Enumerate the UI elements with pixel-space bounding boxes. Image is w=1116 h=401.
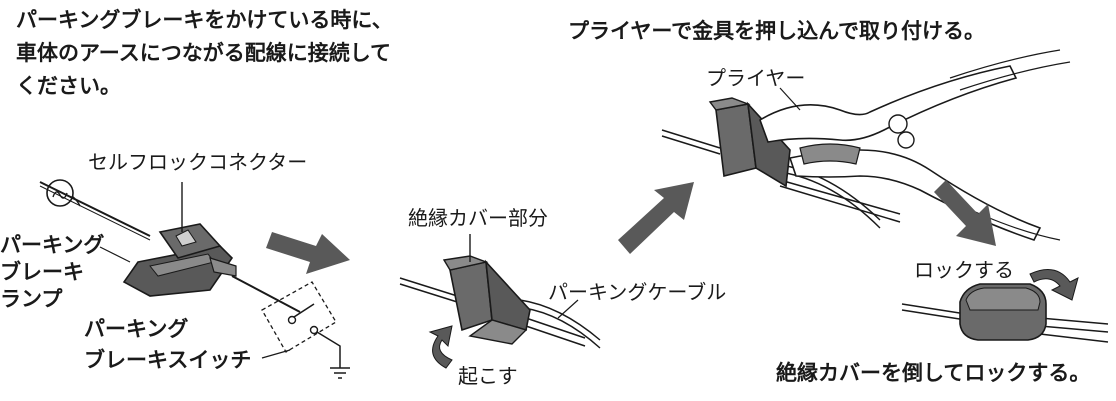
panel-lock-artwork	[901, 269, 1109, 343]
parking-brake-switch-symbol	[261, 281, 350, 379]
lock-arrow	[1029, 269, 1079, 301]
label-pliers: プライヤー	[706, 66, 806, 90]
pliers	[759, 49, 1071, 241]
self-lock-connector	[122, 223, 237, 297]
label-insulation-cover-part: 絶縁カバー部分	[408, 206, 548, 230]
parking-brake-wire	[39, 181, 301, 313]
pliers-instruction: プライヤーで金具を押し込んで取り付ける。	[568, 19, 986, 43]
label-raise: 起こす	[458, 364, 518, 388]
label-parking-brake-switch: パーキング ブレーキスイッチ	[84, 317, 252, 372]
label-parking-cable: パーキングケーブル	[548, 280, 727, 304]
step-arrow-3	[934, 180, 996, 246]
step-arrow-1	[266, 232, 350, 274]
step-arrow-2	[618, 182, 694, 254]
panel-raise-artwork	[399, 234, 601, 369]
label-self-lock-connector: セルフロックコネクター	[88, 150, 308, 174]
parking-instruction: パーキングブレーキをかけている時に、 車体のアースにつながる配線に接続して くだ…	[16, 8, 393, 98]
label-lock: ロックする	[914, 258, 1014, 282]
lock-instruction: 絶縁カバーを倒してロックする。	[776, 361, 1091, 385]
raise-arrow	[428, 325, 453, 369]
label-parking-brake-lamp: パーキング ブレーキ ランプ	[0, 233, 105, 311]
panel-parking-artwork	[39, 179, 350, 379]
